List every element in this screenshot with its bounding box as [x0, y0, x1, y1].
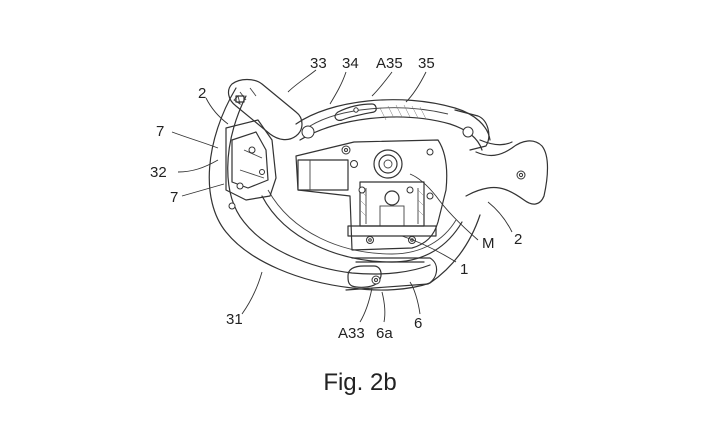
- pivot-arm-33: [227, 78, 303, 141]
- label-A35: A35: [376, 55, 403, 72]
- label-32: 32: [150, 164, 167, 181]
- label-6: 6: [414, 315, 422, 332]
- label-M: M: [482, 235, 495, 252]
- label-2-right: 2: [514, 231, 522, 248]
- label-6a: 6a: [376, 325, 393, 342]
- bottom-slide-6: [345, 257, 438, 291]
- figure-caption: Fig. 2b: [323, 369, 396, 396]
- label-35: 35: [418, 55, 435, 72]
- label-7-lower: 7: [170, 189, 178, 206]
- label-31: 31: [226, 311, 243, 328]
- label-33: 33: [310, 55, 327, 72]
- handle-2: [465, 139, 549, 205]
- label-A33: A33: [338, 325, 365, 342]
- label-34: 34: [342, 55, 359, 72]
- lower-arc-frame: [208, 87, 481, 291]
- label-1: 1: [460, 261, 468, 278]
- central-housing: [295, 139, 448, 251]
- leader-lines: [171, 69, 513, 323]
- label-7-upper: 7: [156, 123, 164, 140]
- arc-rail-34-35: [295, 99, 491, 151]
- left-clamp-plate: [225, 119, 277, 210]
- label-2-top: 2: [198, 85, 206, 102]
- reference-labels: 33 34 A35 35 2 7 32 7 M 2 1 31 A33 6a 6: [150, 55, 522, 342]
